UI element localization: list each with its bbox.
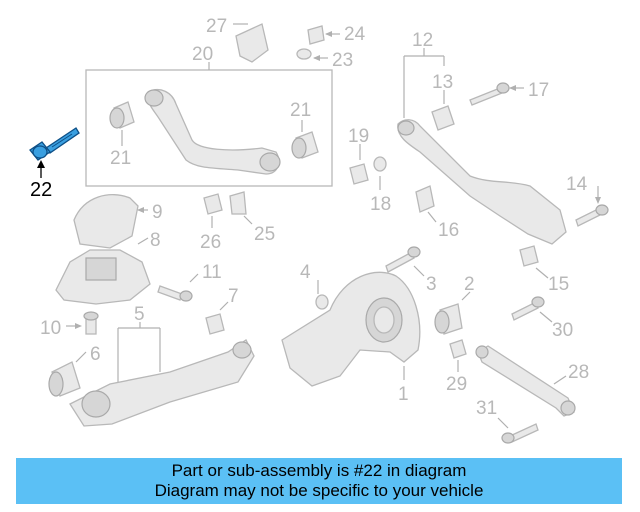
bolt-30 <box>511 296 545 321</box>
parts-diagram: 22 20 21 21 27 24 23 12 <box>29 16 609 444</box>
callout-14[interactable]: 14 <box>566 174 588 195</box>
nut-26 <box>203 193 223 215</box>
bushing-13 <box>431 105 455 131</box>
nut-7 <box>205 313 225 335</box>
callout-3[interactable]: 3 <box>426 274 437 295</box>
bushing-2 <box>434 303 463 335</box>
callout-20[interactable]: 20 <box>192 44 213 65</box>
bolt-14 <box>575 204 609 227</box>
nut-24 <box>307 25 325 45</box>
callout-21-left[interactable]: 21 <box>110 148 131 169</box>
callout-23[interactable]: 23 <box>332 50 353 71</box>
bolt-3 <box>385 246 421 273</box>
bolt-31 <box>501 423 539 444</box>
callout-9[interactable]: 9 <box>152 202 163 223</box>
callout-29[interactable]: 29 <box>446 374 467 395</box>
callout-25[interactable]: 25 <box>254 224 275 245</box>
washer-4 <box>315 294 329 310</box>
bolt-11 <box>157 285 193 302</box>
callout-27[interactable]: 27 <box>206 16 227 37</box>
callout-30[interactable]: 30 <box>552 320 573 341</box>
washer-18 <box>373 156 387 172</box>
bushing-16 <box>415 185 435 213</box>
callout-19[interactable]: 19 <box>348 126 369 147</box>
link-28 <box>475 345 576 417</box>
callout-18[interactable]: 18 <box>370 194 391 215</box>
bolt-17 <box>469 82 510 106</box>
callout-31[interactable]: 31 <box>476 398 497 419</box>
washer-23 <box>296 48 312 60</box>
callout-26[interactable]: 26 <box>200 232 221 253</box>
callout-16[interactable]: 16 <box>438 220 459 241</box>
bracket-27 <box>235 23 269 63</box>
callout-6[interactable]: 6 <box>90 344 101 365</box>
bolt-10 <box>83 311 99 335</box>
trailing-arm-5 <box>69 339 255 427</box>
callout-24[interactable]: 24 <box>344 24 366 45</box>
cover-9 <box>73 194 139 249</box>
knuckle-1 <box>281 271 421 387</box>
bushing-21-right <box>291 131 319 159</box>
bushing-6 <box>48 361 81 397</box>
callout-5[interactable]: 5 <box>134 304 145 325</box>
callout-15[interactable]: 15 <box>548 274 569 295</box>
callout-8[interactable]: 8 <box>150 230 161 251</box>
control-arm-20 <box>144 89 281 175</box>
highlighted-bolt-22[interactable] <box>29 127 80 161</box>
mount-8 <box>55 249 151 305</box>
callout-22[interactable]: 22 <box>30 179 52 201</box>
callout-4[interactable]: 4 <box>300 262 311 283</box>
callout-7[interactable]: 7 <box>228 286 239 307</box>
callout-11[interactable]: 11 <box>202 262 222 283</box>
banner-line-2: Diagram may not be specific to your vehi… <box>154 481 484 500</box>
callout-2[interactable]: 2 <box>464 274 475 295</box>
bushing-21-left <box>109 101 135 129</box>
lower-arm-12 <box>397 119 567 245</box>
banner-line-1: Part or sub-assembly is #22 in diagram <box>171 461 467 480</box>
callout-22-leader <box>37 160 45 178</box>
callout-1[interactable]: 1 <box>398 384 409 405</box>
callout-13[interactable]: 13 <box>432 72 453 93</box>
info-banner: Part or sub-assembly is #22 in diagram D… <box>16 458 622 504</box>
callout-17[interactable]: 17 <box>528 80 549 101</box>
nut-19 <box>349 163 369 185</box>
callout-28[interactable]: 28 <box>568 362 589 383</box>
callout-10[interactable]: 10 <box>40 318 61 339</box>
callout-21-right[interactable]: 21 <box>290 100 311 121</box>
callout-12[interactable]: 12 <box>412 30 433 51</box>
clip-25 <box>229 191 247 215</box>
nut-15 <box>519 245 539 267</box>
nut-29 <box>449 339 467 359</box>
